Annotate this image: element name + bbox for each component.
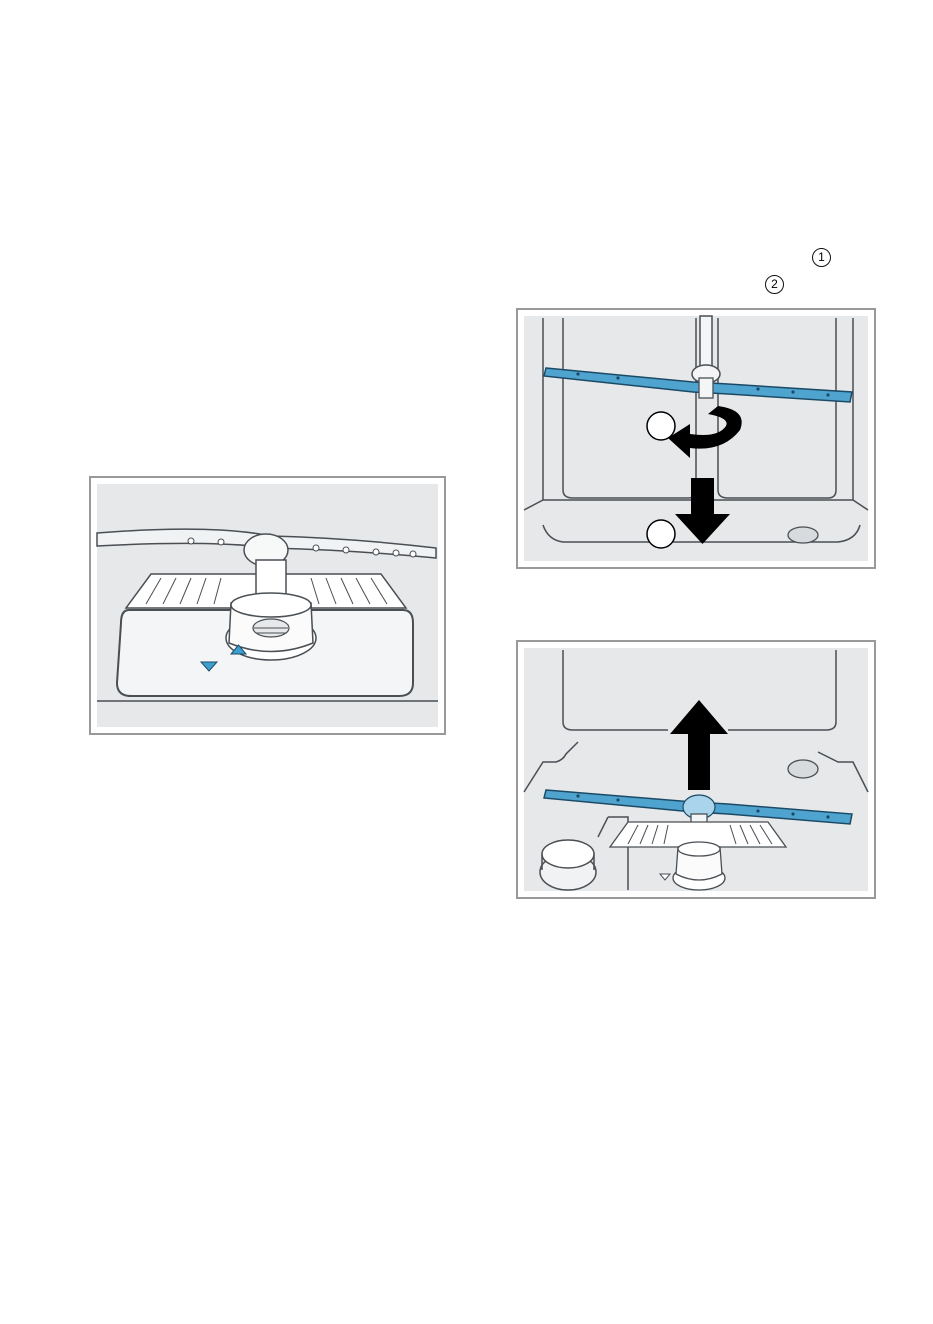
filter-illustration: [91, 478, 444, 733]
remove-spray-arm-figure: [516, 308, 876, 569]
insert-arm-illustration: [518, 642, 874, 897]
callout-1-circle: [647, 412, 675, 440]
insert-spray-arm-figure: [516, 640, 876, 899]
remove-arm-illustration: [518, 310, 874, 567]
callout-2-circle: [647, 520, 675, 548]
filter-seating-figure: [89, 476, 446, 735]
step-marker-2: 2: [765, 275, 784, 294]
step-marker-1: 1: [812, 248, 831, 267]
